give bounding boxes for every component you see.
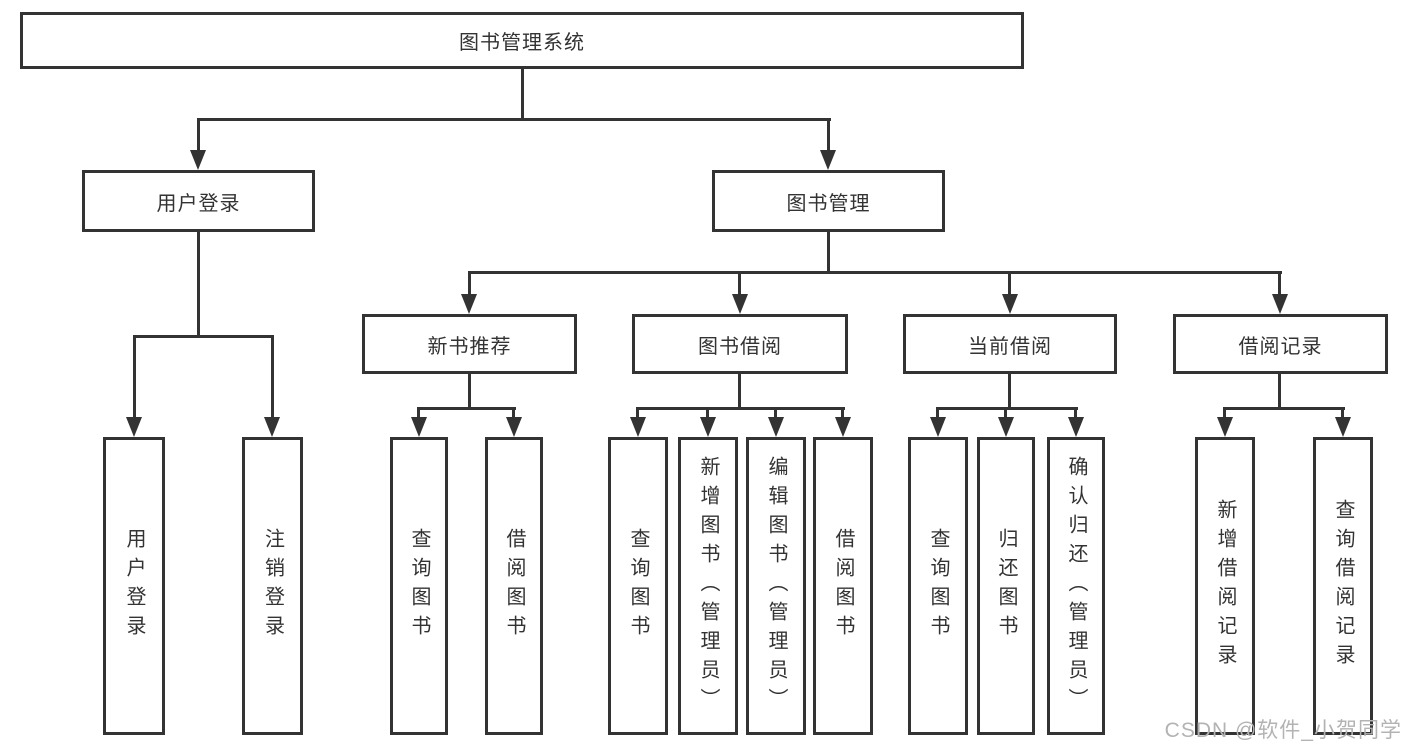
- connector-drop: [417, 407, 420, 420]
- node-book-management: 图书管理: [712, 170, 945, 232]
- connector-drop-user-login: [197, 118, 200, 154]
- node-current-borrowing-label: 当前借阅: [968, 335, 1052, 358]
- arrow-down-icon: [820, 150, 836, 170]
- connector-drop: [636, 407, 639, 420]
- connector-drop: [468, 271, 471, 298]
- connector-drop: [1004, 407, 1007, 420]
- connector-drop: [774, 407, 777, 420]
- leaf-query-books-borrowing: 查询图书: [608, 437, 668, 735]
- leaf-label: 查询借阅记录: [1332, 499, 1354, 673]
- arrow-down-icon: [126, 417, 142, 437]
- arrow-down-icon: [1068, 417, 1084, 437]
- connector-book-mgmt-bus: [468, 271, 1282, 274]
- node-book-borrowing-label: 图书借阅: [698, 335, 782, 358]
- connector-drop: [512, 407, 515, 420]
- leaf-label: 新增借阅记录: [1214, 499, 1236, 673]
- leaf-add-borrow-record: 新增借阅记录: [1195, 437, 1255, 735]
- connector-drop: [706, 407, 709, 420]
- connector-stub: [1278, 374, 1281, 407]
- leaf-label: 查询图书: [927, 528, 949, 644]
- leaf-label: 新增图书（管理员）: [697, 455, 719, 717]
- arrow-down-icon: [930, 417, 946, 437]
- arrow-down-icon: [1272, 294, 1288, 314]
- node-book-borrowing: 图书借阅: [632, 314, 848, 374]
- arrow-down-icon: [411, 417, 427, 437]
- connector-stub: [738, 374, 741, 407]
- connector-drop: [738, 271, 741, 298]
- connector-bus: [417, 407, 516, 410]
- leaf-query-books-current: 查询图书: [908, 437, 968, 735]
- arrow-down-icon: [700, 417, 716, 437]
- connector-drop: [936, 407, 939, 420]
- leaf-return-books: 归还图书: [977, 437, 1035, 735]
- connector-drop-book-mgmt: [827, 118, 830, 154]
- connector-drop: [1074, 407, 1077, 420]
- arrow-down-icon: [264, 417, 280, 437]
- leaf-borrow-books: 借阅图书: [813, 437, 873, 735]
- connector-book-mgmt-stub: [827, 232, 830, 271]
- connector-drop: [841, 407, 844, 420]
- leaf-label: 借阅图书: [832, 528, 854, 644]
- leaf-add-books-admin: 新增图书（管理员）: [678, 437, 738, 735]
- arrow-down-icon: [190, 150, 206, 170]
- arrow-down-icon: [768, 417, 784, 437]
- connector-user-login-stub: [197, 232, 200, 335]
- node-borrowing-records: 借阅记录: [1173, 314, 1388, 374]
- arrow-down-icon: [630, 417, 646, 437]
- connector-stub: [468, 374, 471, 407]
- arrow-down-icon: [1217, 417, 1233, 437]
- leaf-label: 归还图书: [995, 528, 1017, 644]
- leaf-label: 查询图书: [408, 528, 430, 644]
- node-root: 图书管理系统: [20, 12, 1024, 69]
- connector-bus: [1223, 407, 1345, 410]
- node-borrowing-records-label: 借阅记录: [1238, 335, 1323, 358]
- leaf-borrow-books-recommend: 借阅图书: [485, 437, 543, 735]
- arrow-down-icon: [732, 294, 748, 314]
- leaf-logout: 注销登录: [242, 437, 303, 735]
- connector-user-login-bus: [133, 335, 274, 338]
- node-user-login: 用户登录: [82, 170, 315, 232]
- connector-stub: [1008, 374, 1011, 407]
- node-user-login-label: 用户登录: [156, 192, 241, 215]
- connector-drop: [1008, 271, 1011, 298]
- arrow-down-icon: [506, 417, 522, 437]
- leaf-label: 编辑图书（管理员）: [765, 455, 787, 717]
- leaf-query-borrow-record: 查询借阅记录: [1313, 437, 1373, 735]
- node-new-book-recommend: 新书推荐: [362, 314, 577, 374]
- node-current-borrowing: 当前借阅: [903, 314, 1117, 374]
- connector-drop: [1341, 407, 1344, 420]
- connector-root-stub: [521, 66, 524, 118]
- leaf-confirm-return-admin: 确认归还（管理员）: [1047, 437, 1105, 735]
- connector-drop: [1223, 407, 1226, 420]
- arrow-down-icon: [835, 417, 851, 437]
- leaf-user-login: 用户登录: [103, 437, 165, 735]
- leaf-label: 用户登录: [123, 528, 145, 644]
- arrow-down-icon: [1335, 417, 1351, 437]
- leaf-label: 确认归还（管理员）: [1065, 455, 1087, 717]
- connector-drop: [271, 335, 274, 419]
- connector-drop: [1278, 271, 1281, 298]
- arrow-down-icon: [998, 417, 1014, 437]
- leaf-label: 借阅图书: [503, 528, 525, 644]
- leaf-label: 注销登录: [261, 528, 284, 644]
- node-new-book-recommend-label: 新书推荐: [427, 335, 512, 358]
- node-book-management-label: 图书管理: [786, 192, 871, 215]
- connector-bus: [636, 407, 845, 410]
- leaf-query-books-recommend: 查询图书: [390, 437, 448, 735]
- connector-root-bus: [197, 118, 831, 121]
- arrow-down-icon: [461, 294, 477, 314]
- node-root-label: 图书管理系统: [459, 32, 585, 54]
- watermark-text: CSDN @软件_小贺同学: [1164, 719, 1402, 742]
- leaf-label: 查询图书: [627, 528, 649, 644]
- leaf-edit-books-admin: 编辑图书（管理员）: [746, 437, 806, 735]
- connector-drop: [133, 335, 136, 419]
- arrow-down-icon: [1002, 294, 1018, 314]
- connector-bus: [936, 407, 1078, 410]
